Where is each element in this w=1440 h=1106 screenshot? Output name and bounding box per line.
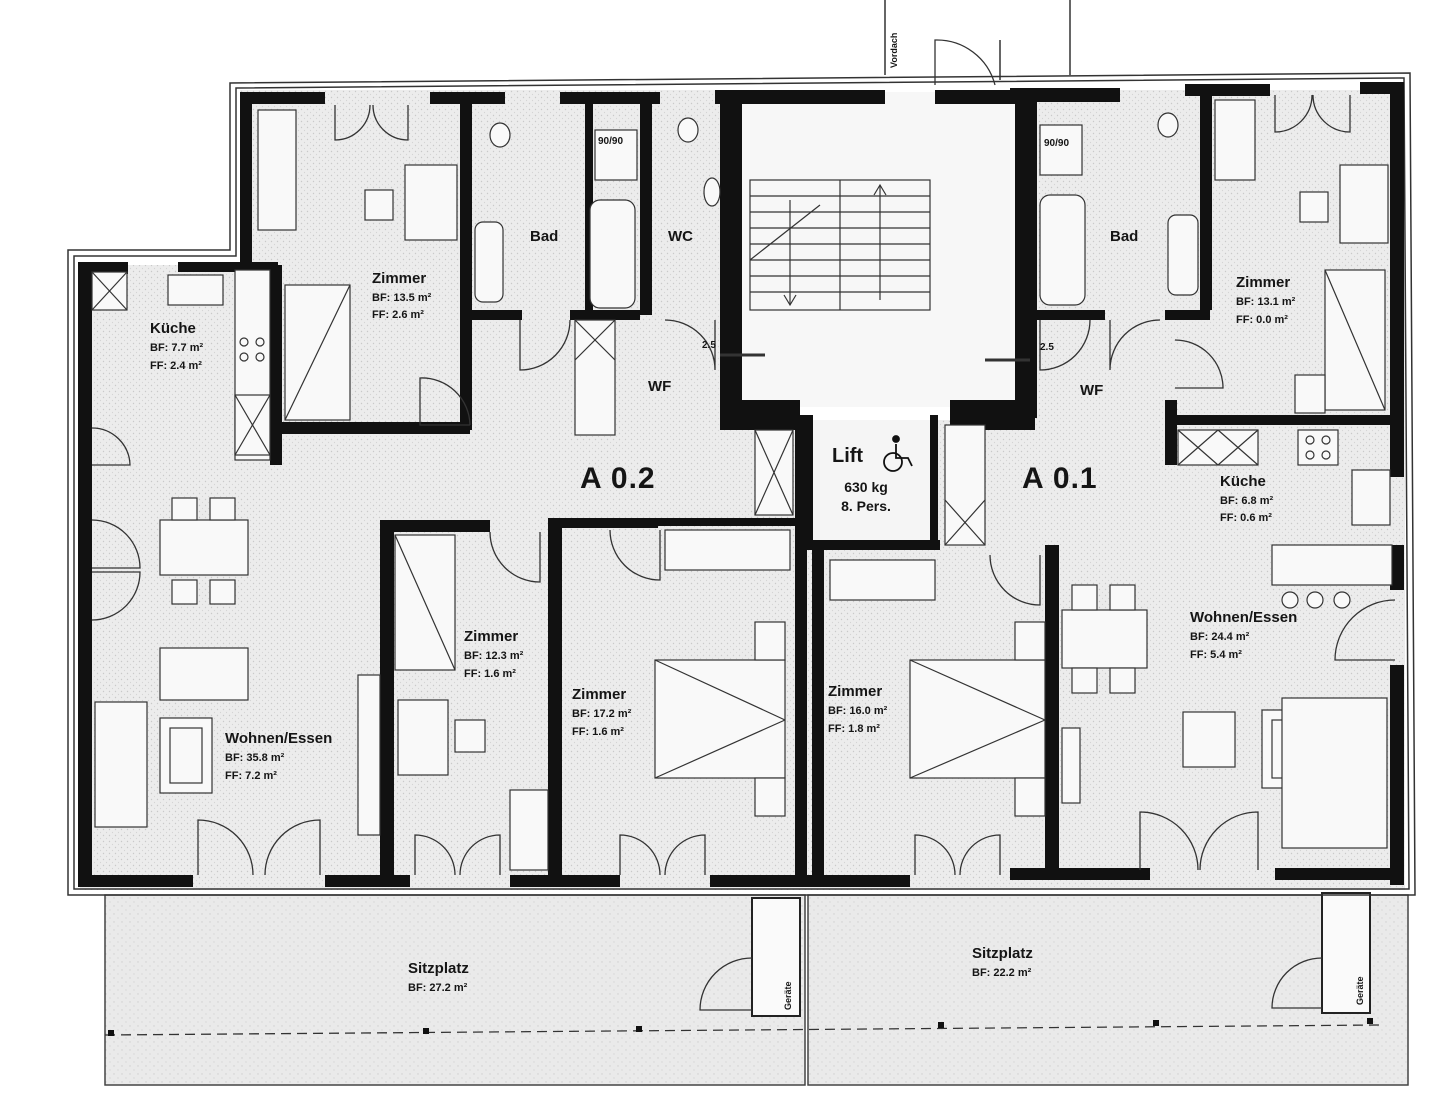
room-ff-zimmer-top-a02: FF: 2.6 m² bbox=[372, 309, 424, 321]
room-bf-wohnen-a02: BF: 35.8 m² bbox=[225, 752, 285, 764]
dimension-left: 2.5 bbox=[702, 340, 716, 351]
room-ff-zimmer-a-a02: FF: 1.6 m² bbox=[464, 668, 516, 680]
room-name-wohnen-a01: Wohnen/Essen bbox=[1190, 609, 1298, 626]
room-bf-sitzplatz-a01: BF: 22.2 m² bbox=[972, 967, 1032, 979]
room-bf-zimmer-top-a01: BF: 13.1 m² bbox=[1236, 296, 1296, 308]
room-name-zimmer-top-a02: Zimmer bbox=[372, 270, 427, 287]
room-ff-zimmer-b-a02: FF: 1.6 m² bbox=[572, 726, 624, 738]
staircase bbox=[720, 179, 1030, 362]
outer-outline bbox=[67, 72, 1416, 896]
wheelchair-icon bbox=[883, 435, 913, 472]
room-ff-kueche-a02: FF: 2.4 m² bbox=[150, 360, 202, 372]
fixtures bbox=[91, 99, 1393, 871]
geraete-label-left: Geräte bbox=[783, 981, 793, 1010]
room-ff-zimmer-c-a01: FF: 1.8 m² bbox=[828, 723, 880, 735]
room-ff-wohnen-a02: FF: 7.2 m² bbox=[225, 770, 277, 782]
room-bf-kueche-a02: BF: 7.7 m² bbox=[150, 342, 204, 354]
entrance bbox=[884, 0, 1071, 80]
room-bf-kueche-a01: BF: 6.8 m² bbox=[1220, 495, 1274, 507]
room-bf-zimmer-b-a02: BF: 17.2 m² bbox=[572, 708, 632, 720]
unit-label-a01: A 0.1 bbox=[1022, 462, 1098, 495]
room-name-zimmer-c-a01: Zimmer bbox=[828, 683, 883, 700]
room-name-zimmer-top-a01: Zimmer bbox=[1236, 274, 1291, 291]
doors bbox=[91, 39, 1396, 876]
lift-capacity: 630 kg bbox=[844, 479, 888, 495]
room-ff-kueche-a01: FF: 0.6 m² bbox=[1220, 512, 1272, 524]
room-name-bad-a02: Bad bbox=[530, 228, 559, 245]
room-name-kueche-a01: Küche bbox=[1220, 473, 1266, 490]
room-bf-zimmer-top-a02: BF: 13.5 m² bbox=[372, 292, 432, 304]
room-name-wf-a02: WF bbox=[648, 378, 672, 395]
entrance-note: Vordach bbox=[889, 32, 899, 68]
geraete-label-right: Geräte bbox=[1355, 976, 1365, 1005]
dimension-right: 2.5 bbox=[1040, 342, 1054, 353]
walls bbox=[78, 82, 1404, 887]
room-bf-zimmer-c-a01: BF: 16.0 m² bbox=[828, 705, 888, 717]
room-name-zimmer-a-a02: Zimmer bbox=[464, 628, 519, 645]
lift-label: Lift bbox=[832, 445, 864, 467]
room-name-wf-a01: WF bbox=[1080, 382, 1104, 399]
room-bf-zimmer-a-a02: BF: 12.3 m² bbox=[464, 650, 524, 662]
unit-label-a02: A 0.2 bbox=[580, 462, 656, 495]
terrace bbox=[104, 892, 1409, 1086]
room-name-wc-a02: WC bbox=[668, 228, 693, 245]
room-name-wohnen-a02: Wohnen/Essen bbox=[225, 730, 333, 747]
room-name-zimmer-b-a02: Zimmer bbox=[572, 686, 627, 703]
room-name-sitzplatz-a01: Sitzplatz bbox=[972, 945, 1033, 962]
shower-size-right: 90/90 bbox=[1044, 138, 1070, 149]
lift-persons: 8. Pers. bbox=[841, 498, 891, 514]
room-name-sitzplatz-a02: Sitzplatz bbox=[408, 960, 469, 977]
room-bf-sitzplatz-a02: BF: 27.2 m² bbox=[408, 982, 468, 994]
room-ff-zimmer-top-a01: FF: 0.0 m² bbox=[1236, 314, 1288, 326]
room-bf-wohnen-a01: BF: 24.4 m² bbox=[1190, 631, 1250, 643]
shower-size-left: 90/90 bbox=[598, 136, 624, 147]
room-name-kueche-a02: Küche bbox=[150, 320, 196, 337]
room-name-bad-a01: Bad bbox=[1110, 228, 1139, 245]
room-ff-wohnen-a01: FF: 5.4 m² bbox=[1190, 649, 1242, 661]
